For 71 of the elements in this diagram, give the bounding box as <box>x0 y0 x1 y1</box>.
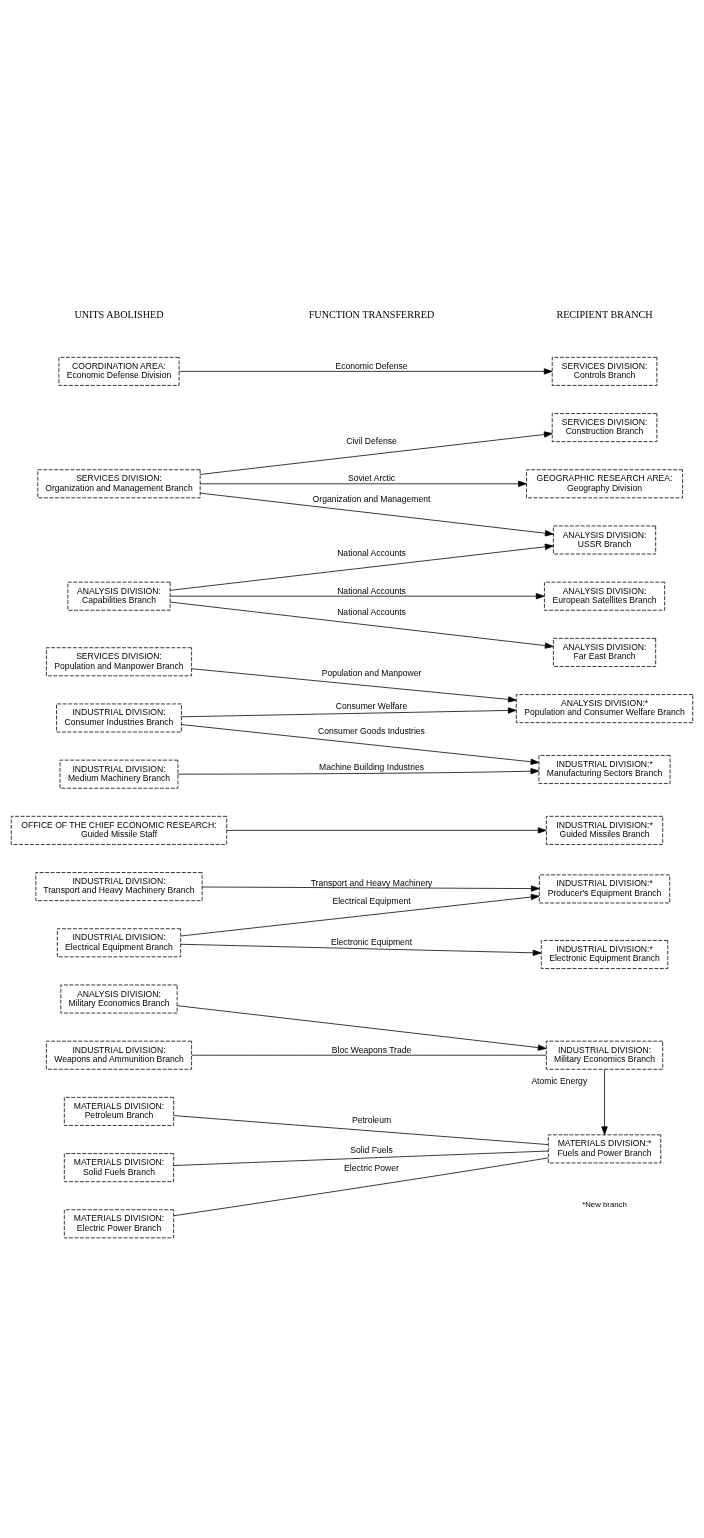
edge-label: Electronic Equipment <box>330 936 413 947</box>
node-box: INDUSTRIAL DIVISION: Transport and Heavy Machinery Branch <box>35 871 203 901</box>
connector <box>173 1157 549 1216</box>
node-box: MATERIALS DIVISION: Petroleum Branch <box>63 1096 174 1126</box>
node-box: ANALYSIS DIVISION: Capabilities Branch <box>67 581 171 611</box>
arrow <box>169 592 545 599</box>
node-box: ANALYSIS DIVISION: Military Economics Branch <box>60 984 178 1013</box>
arrow <box>180 893 540 936</box>
edge-label: Petroleum <box>351 1114 392 1125</box>
node-box: INDUSTRIAL DIVISION:* Producer's Equipment Branch <box>538 874 671 903</box>
label: UNITS ABOLISHED <box>74 308 164 320</box>
node-box: INDUSTRIAL DIVISION: Electrical Equipment Branch <box>56 927 182 957</box>
edge-label: Economic Defense <box>335 360 408 371</box>
edge-label: Bloc Weapons Trade <box>331 1044 412 1055</box>
node-box: SERVICES DIVISION: Population and Manpower Branch <box>46 646 192 676</box>
label: RECIPIENT BRANCH <box>556 308 653 320</box>
node-box: SERVICES DIVISION: Organization and Management Branch <box>37 468 201 498</box>
node-box: OFFICE OF THE CHIEF ECONOMIC RESEARCH: Guided Missile Staff <box>10 815 228 845</box>
edge-label: Population and Manpower <box>321 667 422 678</box>
node-box: ANALYSIS DIVISION: USSR Branch <box>553 525 657 554</box>
arrow <box>177 767 540 775</box>
node-box: INDUSTRIAL DIVISION: Consumer Industries Branch <box>56 703 182 732</box>
connector <box>173 1114 549 1145</box>
arrow <box>176 1004 547 1051</box>
node-box: INDUSTRIAL DIVISION: Military Economics Branch <box>546 1040 664 1070</box>
edge-label: Machine Building Industries <box>319 761 424 772</box>
node-box: ANALYSIS DIVISION: European Satellites Branch <box>544 581 666 611</box>
node-box: INDUSTRIAL DIVISION: Medium Machinery Branch <box>59 759 179 789</box>
node-box: MATERIALS DIVISION: Solid Fuels Branch <box>63 1152 174 1182</box>
arrow <box>201 884 540 892</box>
arrow <box>226 826 547 833</box>
edge-label: Consumer Goods Industries <box>318 725 425 736</box>
arrow <box>601 1068 608 1135</box>
node-box: ANALYSIS DIVISION: Far East Branch <box>553 637 657 667</box>
arrow <box>178 367 553 374</box>
node-box: SERVICES DIVISION: Controls Branch <box>551 356 658 386</box>
edge-label: Solid Fuels <box>350 1144 393 1155</box>
node-box: INDUSTRIAL DIVISION:* Electronic Equipment Branch <box>540 939 669 969</box>
edge-label: National Accounts <box>337 547 406 558</box>
node-box: COORDINATION AREA: Economic Defense Division <box>58 356 180 386</box>
arrow <box>199 430 553 475</box>
arrow <box>199 480 527 487</box>
node-box: INDUSTRIAL DIVISION:* Manufacturing Sectors Branch <box>538 754 671 784</box>
connector <box>191 1054 547 1056</box>
node-box: INDUSTRIAL DIVISION: Weapons and Ammunition Branch <box>46 1040 192 1070</box>
label: FUNCTION TRANSFERRED <box>308 308 435 320</box>
arrow <box>199 492 554 536</box>
arrow <box>169 543 554 591</box>
edge-label: Consumer Welfare <box>335 700 408 711</box>
edge-label: Electrical Equipment <box>332 895 411 906</box>
edge-label: Organization and Management <box>312 493 431 504</box>
node-box: MATERIALS DIVISION:* Fuels and Power Branch <box>547 1133 662 1163</box>
edge-label: Atomic Energy <box>531 1075 588 1086</box>
node-box: MATERIALS DIVISION: Electric Power Branch <box>63 1208 174 1238</box>
edge-label: Electric Power <box>344 1162 399 1173</box>
arrow <box>191 667 517 702</box>
edge-label: National Accounts <box>337 606 406 617</box>
arrow <box>181 723 540 765</box>
arrow <box>181 706 517 717</box>
edge-label: National Accounts <box>337 585 406 596</box>
label: *New branch <box>582 1199 627 1209</box>
node-box: INDUSTRIAL DIVISION:* Guided Missiles Branch <box>546 815 664 845</box>
edge-label: Transport and Heavy Machinery <box>310 877 433 888</box>
edge-label: Civil Defense <box>346 435 397 446</box>
node-box: SERVICES DIVISION: Construction Branch <box>551 412 658 442</box>
node-box: ANALYSIS DIVISION:* Population and Consumer Welfare Branch <box>515 693 694 723</box>
connector <box>173 1150 549 1166</box>
arrow <box>169 601 554 649</box>
arrow <box>180 943 542 956</box>
node-box: GEOGRAPHIC RESEARCH AREA: Geography Division <box>526 468 683 498</box>
edge-label: Soviet Arctic <box>347 472 396 483</box>
